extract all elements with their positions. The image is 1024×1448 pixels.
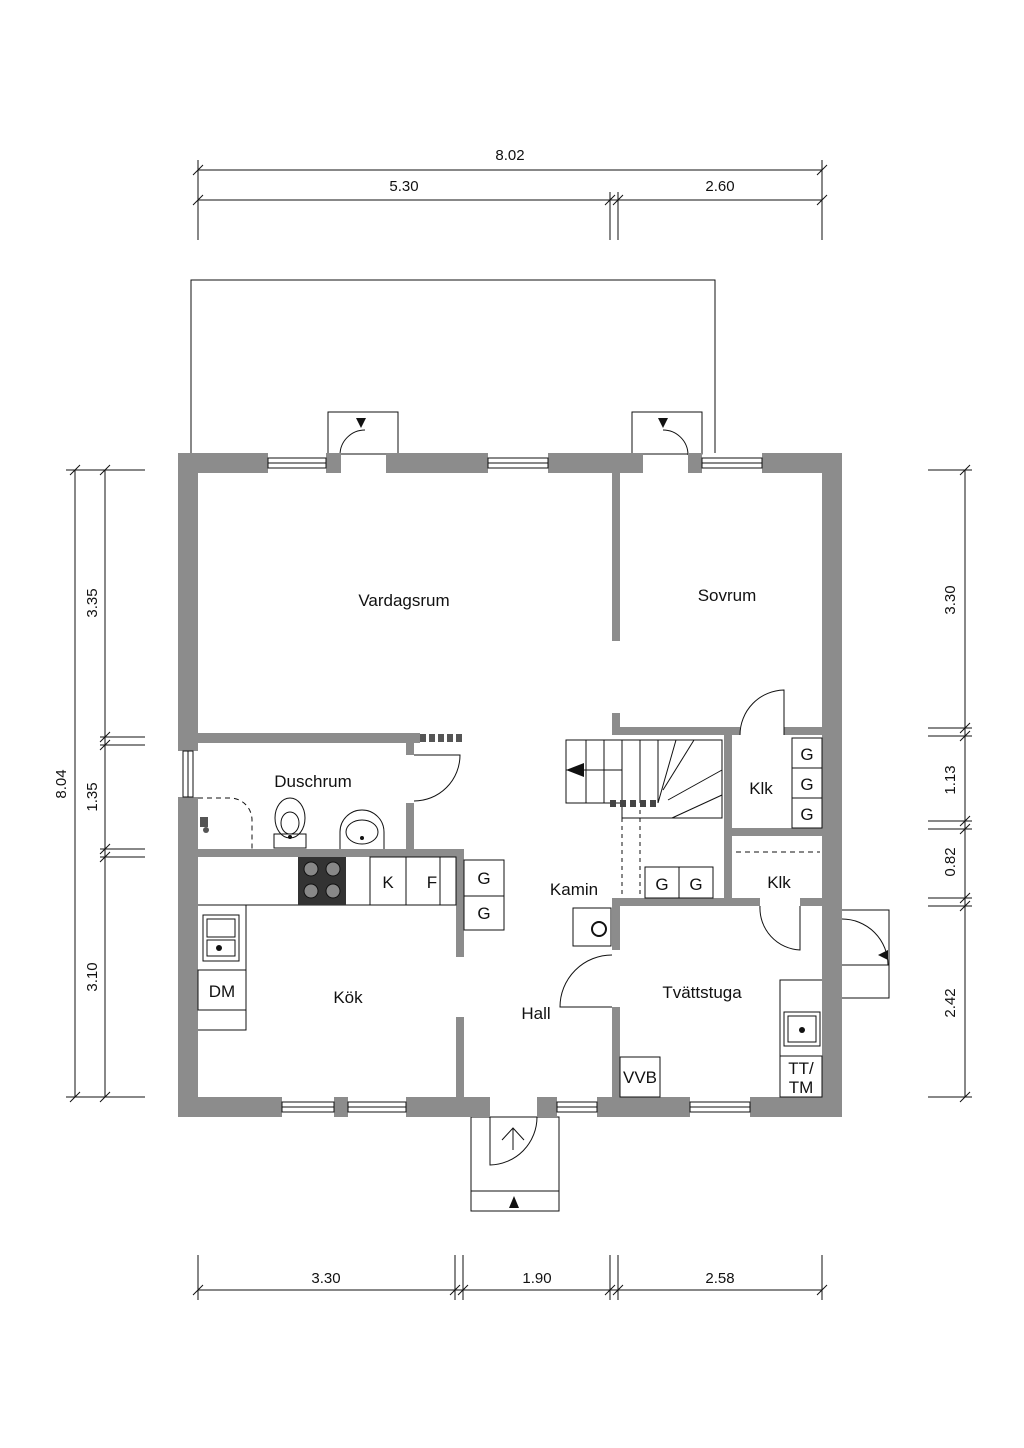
dim-left-mid-label: 1.35 (84, 782, 101, 811)
staircase (565, 739, 723, 898)
room-label-duschrum: Duschrum (274, 772, 351, 791)
dimension-bottom-parts: 3.30 1.90 2.58 (192, 1255, 828, 1300)
wardrobe-kitchen: G G (463, 859, 505, 931)
dim-top-right-label: 2.60 (705, 178, 734, 195)
dim-top-left-label: 5.30 (389, 178, 418, 195)
room-label-tvattstuga: Tvättstuga (662, 983, 742, 1002)
dimension-left-parts: 3.35 1.35 3.10 (84, 464, 145, 1103)
dim-bottom-right-label: 2.58 (705, 1270, 734, 1287)
klk-wardrobes: G G G (791, 737, 823, 829)
washer-label-line2: TM (789, 1078, 814, 1097)
dimension-left-total: 8.04 (53, 464, 145, 1103)
dim-right-upper-label: 3.30 (942, 585, 959, 614)
stove-kamin-icon (572, 907, 612, 947)
hall-wardrobe: G G (644, 866, 714, 899)
dishwasher-label: DM (209, 982, 235, 1001)
washer-dryer-box: TT/ TM (779, 1055, 823, 1098)
laundry-sink-icon (783, 1011, 821, 1047)
room-label-hall: Hall (521, 1004, 550, 1023)
hall-wardrobe-label-2: G (689, 875, 702, 894)
entrance-step-right (631, 411, 703, 456)
sink-icon (339, 809, 385, 849)
room-label-kamin: Kamin (550, 880, 598, 899)
interior-walls (198, 473, 842, 1097)
klk-wardrobe-label-1: G (800, 745, 813, 764)
dim-right-lower-label: 2.42 (942, 988, 959, 1017)
dim-right-mid1-label: 1.13 (942, 765, 959, 794)
dim-bottom-mid-label: 1.90 (522, 1270, 551, 1287)
dim-left-total-label: 8.04 (53, 769, 70, 798)
freezer-label: F (427, 873, 437, 892)
room-label-klk-lower: Klk (767, 873, 791, 892)
dishwasher-box: DM (197, 969, 247, 1011)
terrace-outline (190, 279, 716, 453)
windows (182, 457, 763, 1113)
toilet-icon (273, 797, 307, 849)
exterior-walls (178, 453, 842, 1117)
wardrobe-label-2: G (477, 904, 490, 923)
water-heater-label: VVB (623, 1068, 657, 1087)
fridge-label: K (382, 873, 394, 892)
kitchen-sink-icon (202, 914, 240, 962)
entrance-steps-front (470, 1116, 560, 1212)
dim-bottom-left-label: 3.30 (311, 1270, 340, 1287)
room-label-vardagsrum: Vardagsrum (358, 591, 449, 610)
room-label-kok: Kök (333, 988, 363, 1007)
klk-wardrobe-label-3: G (800, 805, 813, 824)
shower-area (198, 797, 253, 849)
doors (413, 689, 889, 1166)
freezer-f-box: F (405, 856, 457, 906)
dimension-top-parts: 5.30 2.60 (192, 178, 828, 240)
dim-left-lower-label: 3.10 (84, 962, 101, 991)
room-label-sovrum: Sovrum (698, 586, 757, 605)
hall-wardrobe-label-1: G (655, 875, 668, 894)
room-label-klk-upper: Klk (749, 779, 773, 798)
dim-right-mid2-label: 0.82 (942, 847, 959, 876)
water-heater-box: VVB (619, 1056, 661, 1098)
dimension-top-total: 8.02 (192, 147, 828, 240)
klk-wardrobe-label-2: G (800, 775, 813, 794)
dimension-right-parts: 3.30 1.13 0.82 2.42 (928, 464, 972, 1103)
fridge-k-box: K (369, 856, 407, 906)
washer-label-line1: TT/ (788, 1059, 814, 1078)
stove-icon (298, 857, 346, 905)
radiator (420, 734, 462, 742)
entrance-step-left (327, 411, 399, 456)
dim-left-upper-label: 3.35 (84, 588, 101, 617)
dim-top-total-label: 8.02 (495, 147, 524, 164)
wardrobe-label-1: G (477, 869, 490, 888)
